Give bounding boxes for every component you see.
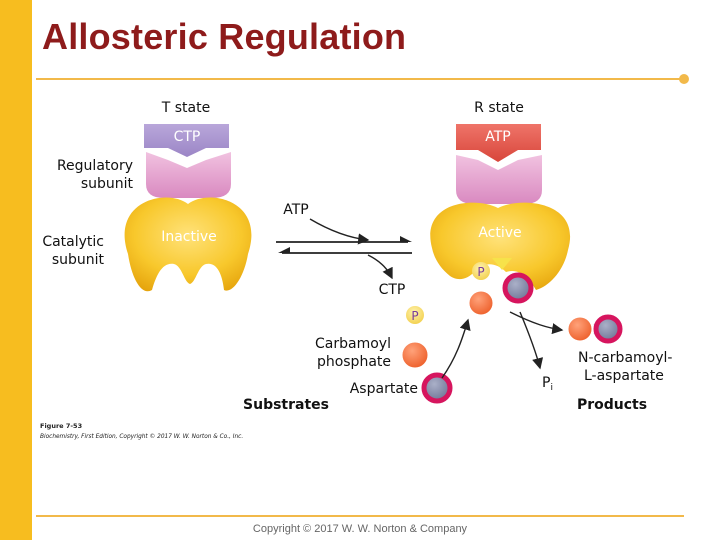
bound-aspartate-icon [502, 272, 534, 304]
regulatory-subunit-r [456, 155, 542, 204]
active-label: Active [478, 225, 521, 241]
figure-caption-credit: Biochemistry, First Edition, Copyright ©… [40, 433, 243, 440]
figure-caption-number: Figure 7-53 [40, 422, 82, 430]
carbamoyl-label-line2: phosphate [317, 354, 391, 370]
atp-regulator-label: ATP [485, 129, 510, 145]
carbamoyl-phosphate-p-label: P [411, 309, 418, 323]
ctp-regulator-label: CTP [174, 129, 201, 145]
inactive-label: Inactive [161, 229, 217, 245]
regulatory-subunit-label-line1: Regulatory [57, 158, 133, 174]
t-state-label: T state [161, 100, 210, 116]
carbamoyl-label-line1: Carbamoyl [315, 336, 391, 352]
product-label-line2: L-aspartate [584, 368, 664, 384]
equilibrium-arrows [276, 218, 412, 280]
inorganic-phosphate-label: Pi [542, 375, 553, 393]
product-label-line1: N-carbamoyl- [578, 350, 672, 366]
arrow-ctp-label: CTP [379, 282, 406, 298]
n-carbamoyl-aspartate-icon [565, 314, 623, 344]
title-divider-dot [679, 74, 689, 84]
active-site-marker-icon [492, 258, 512, 270]
r-state-label: R state [474, 100, 524, 116]
catalytic-subunit-label-line2: subunit [52, 252, 105, 268]
arrow-atp-label: ATP [283, 202, 308, 218]
regulatory-subunit-label-line2: subunit [81, 176, 134, 192]
footer-divider [36, 515, 684, 517]
catalytic-subunit-label-line1: Catalytic [42, 234, 104, 250]
catalytic-subunit-active [430, 202, 571, 290]
carbamoyl-phosphate-icon [399, 339, 431, 371]
regulatory-subunit-t [146, 152, 231, 198]
products-label: Products [577, 397, 647, 413]
ctp-regulator-molecule [144, 124, 229, 157]
copyright-text: Copyright © 2017 W. W. Norton & Company [252, 523, 468, 535]
bound-carbamoyl-icon [466, 288, 496, 318]
bound-phosphate-icon [472, 262, 490, 280]
catalytic-subunit-inactive [124, 197, 252, 292]
substrates-label: Substrates [243, 397, 329, 413]
product-exit-arrow-lower [519, 311, 544, 370]
product-exit-arrow-upper [509, 311, 564, 335]
side-accent-bar [0, 0, 32, 540]
aspartate-label: Aspartate [350, 381, 418, 397]
substrate-entry-arrow [441, 318, 471, 379]
slide-title: Allosteric Regulation [42, 16, 407, 57]
aspartate-icon [421, 372, 453, 404]
atp-regulator-molecule [456, 124, 541, 162]
title-divider [36, 78, 684, 80]
bound-phosphate-label: P [477, 265, 484, 279]
carbamoyl-phosphate-p-icon [406, 306, 424, 324]
